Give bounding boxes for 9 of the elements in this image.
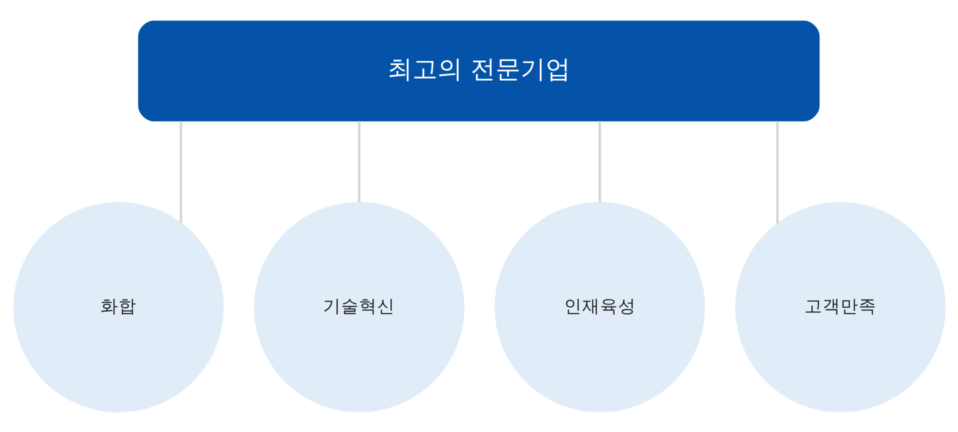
node-circle: 고객만족 (734, 202, 946, 412)
node-circle: 기술혁신 (254, 202, 464, 412)
connector (776, 120, 778, 224)
node-box: 최고의 전문기업 (138, 20, 820, 121)
connector (357, 120, 360, 202)
connector (179, 120, 182, 223)
node-circle: 인재육성 (494, 202, 704, 412)
connector (598, 120, 601, 202)
node-circle: 화합 (12, 202, 224, 412)
